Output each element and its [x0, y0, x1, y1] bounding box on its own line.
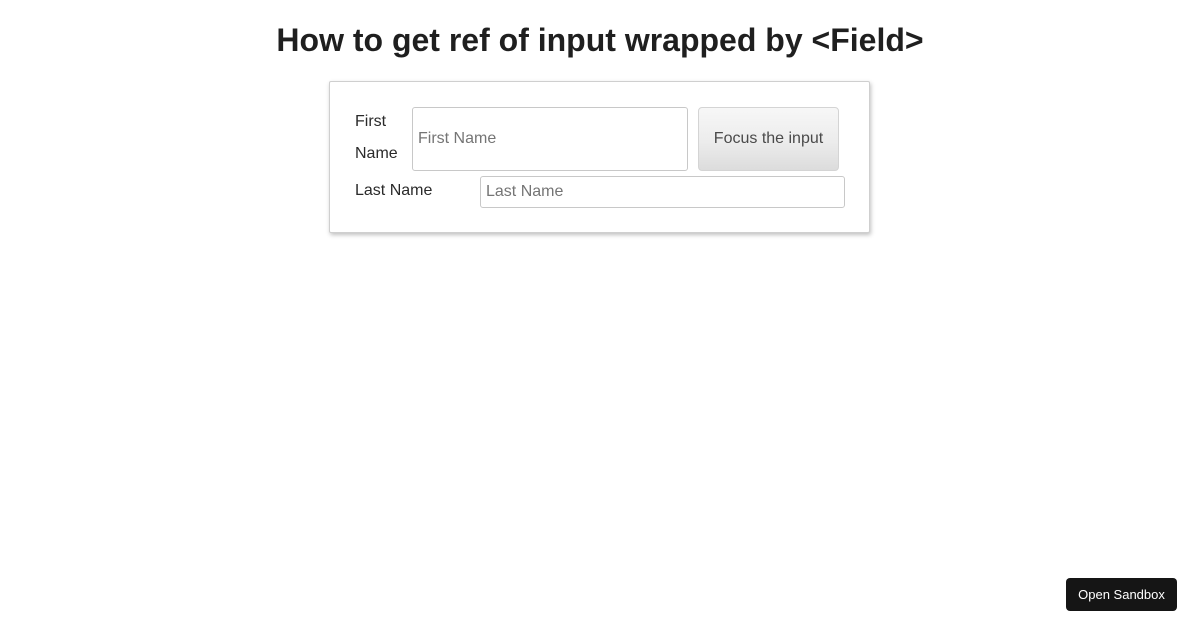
last-name-label: Last Name: [355, 182, 433, 199]
page-title: How to get ref of input wrapped by <Fiel…: [276, 22, 924, 58]
first-name-label: First Name: [355, 113, 398, 162]
first-name-input[interactable]: [412, 107, 688, 171]
form-card: First Name Focus the input Last Name: [329, 81, 870, 233]
focus-input-button[interactable]: Focus the input: [698, 107, 839, 171]
last-name-input[interactable]: [480, 176, 845, 208]
open-sandbox-button[interactable]: Open Sandbox: [1066, 578, 1177, 611]
